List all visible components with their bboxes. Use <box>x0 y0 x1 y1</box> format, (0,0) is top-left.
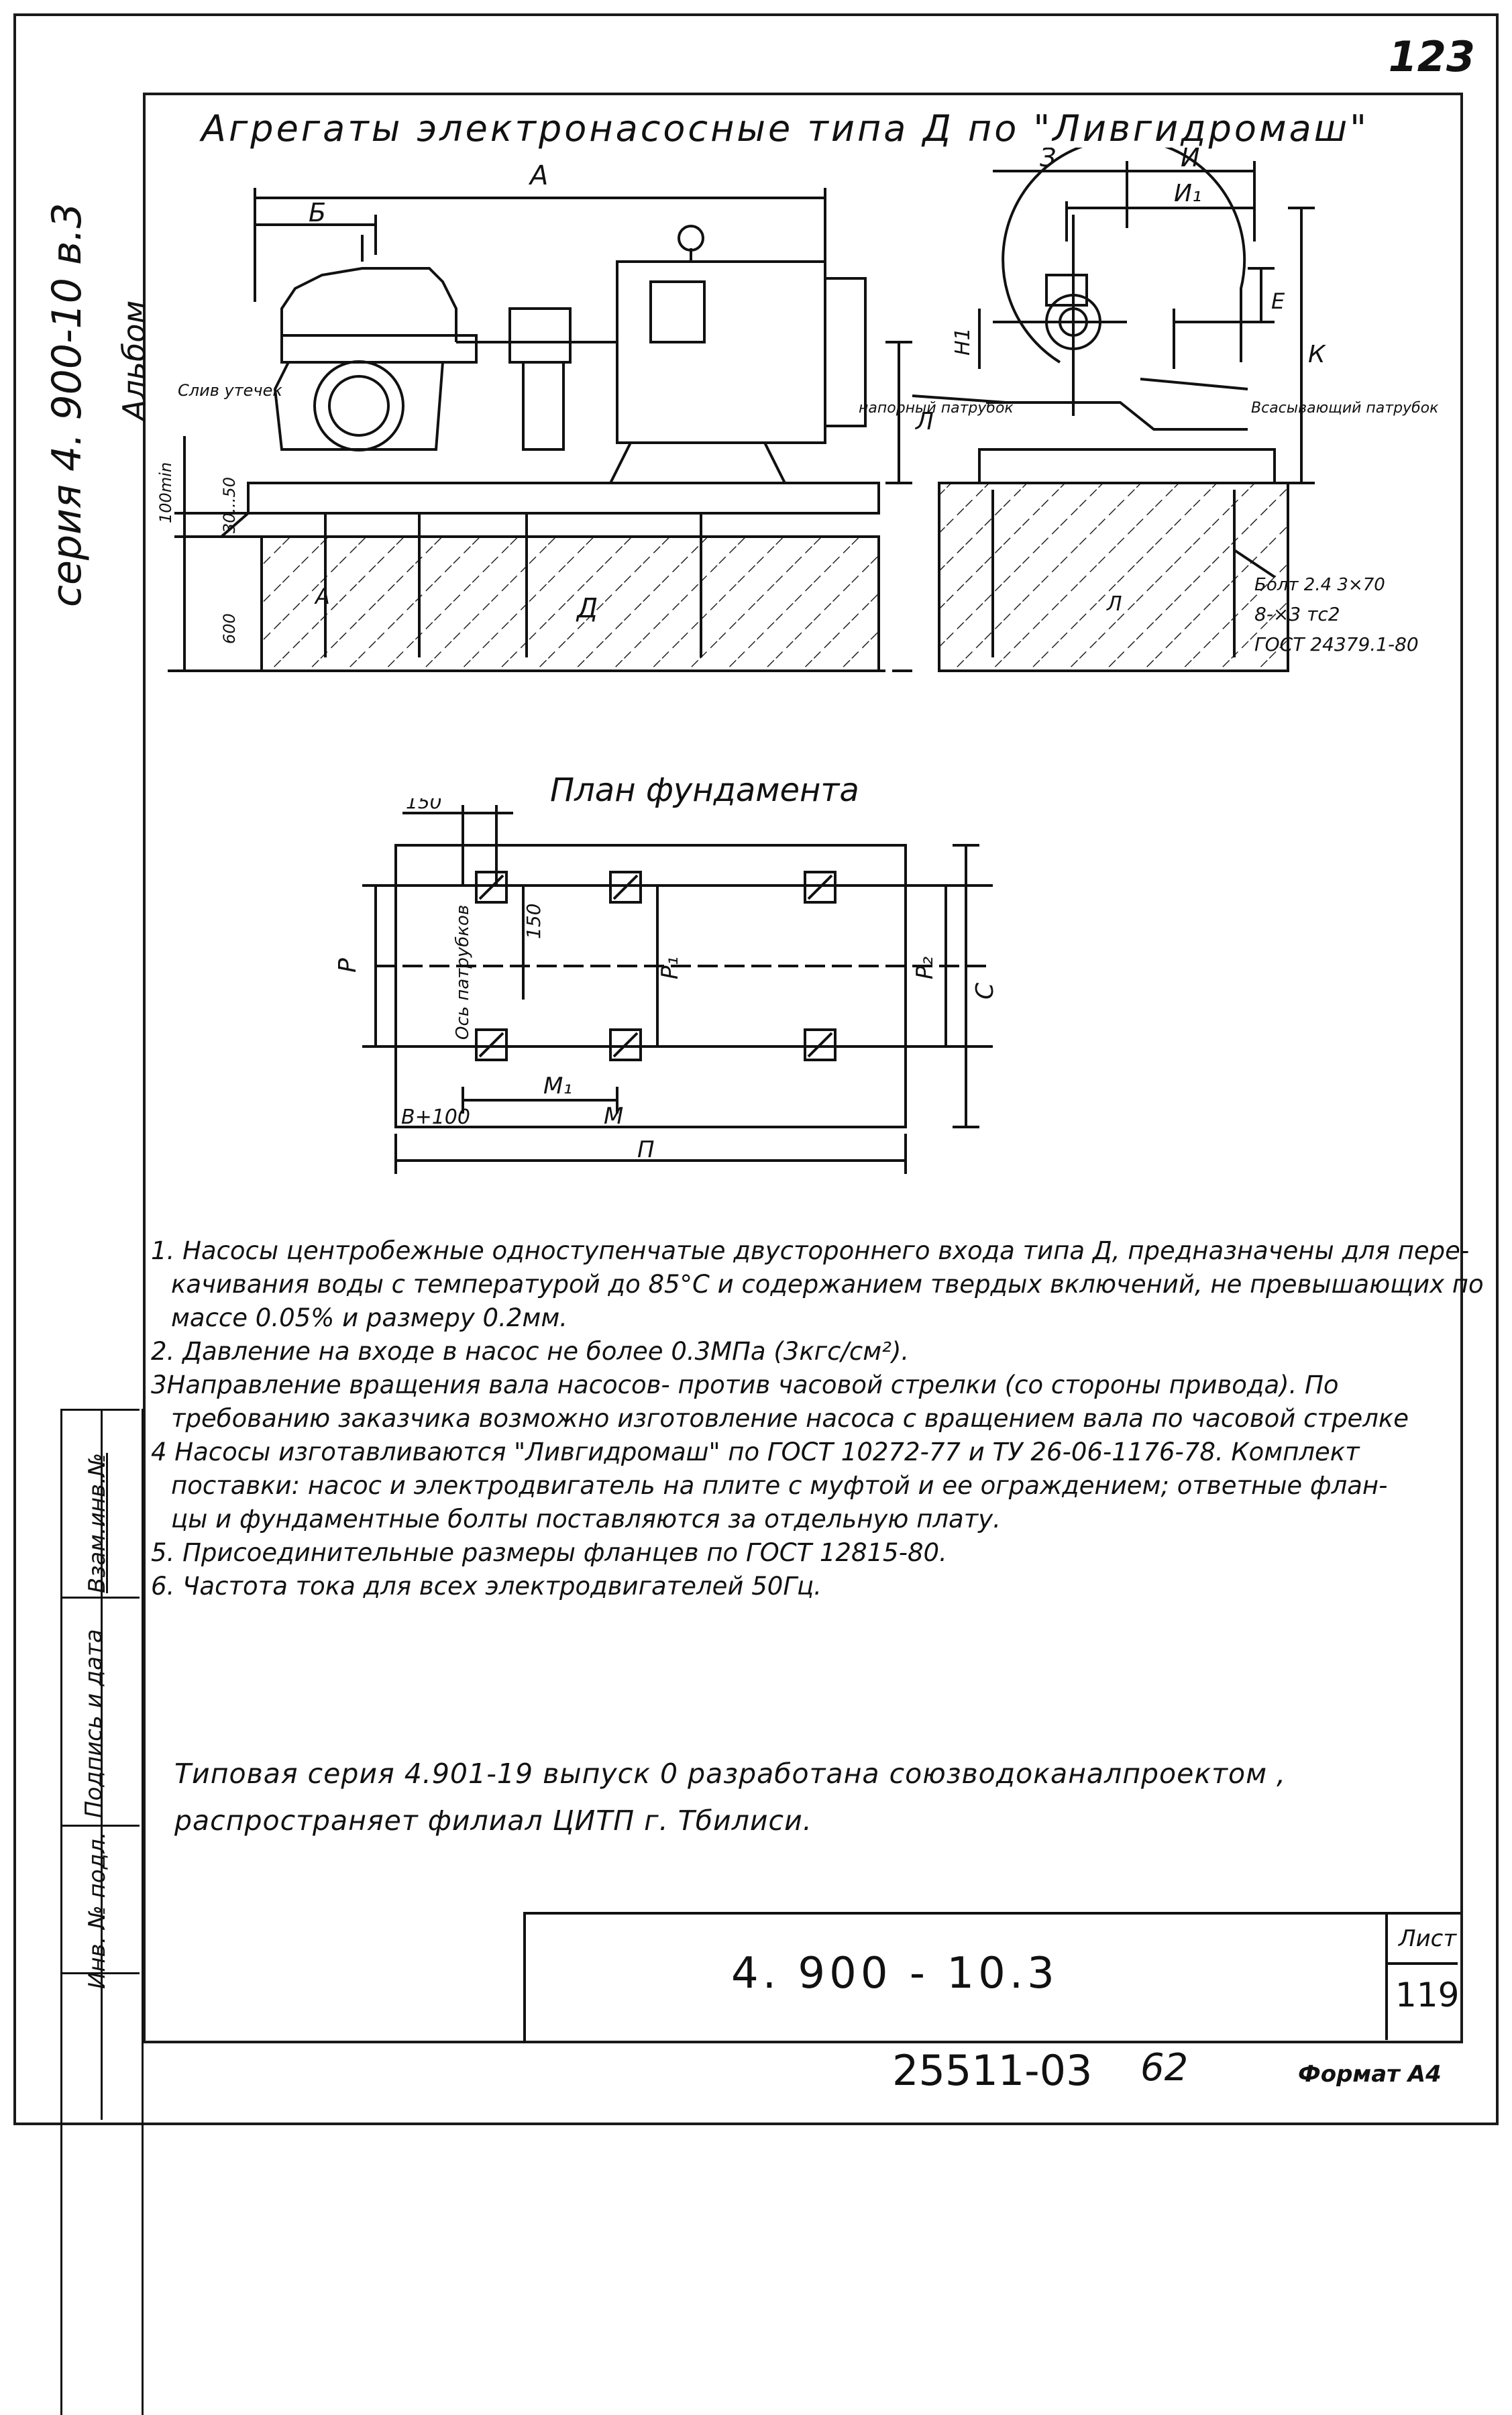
note-line: 3Направление вращения вала насосов- прот… <box>151 1371 1339 1399</box>
side-stamp-divider <box>60 1597 140 1599</box>
drawing-dimension-labels: А Б З И И₁ Н1 Е К Л Слив утечек 100min 3… <box>156 148 1439 655</box>
note-line: 1. Насосы центробежные одноступенчатые д… <box>151 1236 1470 1265</box>
stamp-label-inventory: Инв. № подл. <box>84 1831 111 1989</box>
note-line: 5. Присоединительные размеры фланцев по … <box>151 1538 947 1567</box>
note-line: 6. Частота тока для всех электродвигател… <box>151 1572 822 1601</box>
sheet-frame <box>13 13 1499 2125</box>
dim-l-label: Л <box>914 408 934 435</box>
side-album: Альбом <box>116 300 152 421</box>
stamp-label-replacement: Взам.инв.№ <box>84 1452 111 1593</box>
note-line: требованию заказчика возможно изготовлен… <box>171 1404 1409 1433</box>
archive-number: 25511-03 <box>892 2046 1093 2095</box>
foundation-d-label: Д <box>576 593 598 624</box>
dim-a-label: А <box>528 160 548 191</box>
plan-title: План фундамента <box>550 771 859 809</box>
dim-b-label: Б <box>309 198 326 227</box>
note-line: цы и фундаментные болты поставляются за … <box>171 1505 1001 1534</box>
title-block-sheet-number: 119 <box>1395 1976 1460 2015</box>
page-sequence: 62 <box>1140 2046 1189 2090</box>
plan-dim-m: М <box>604 1103 623 1130</box>
dim-i-label: И <box>1181 148 1199 172</box>
inlet-label: напорный патрубок <box>859 400 1014 417</box>
end-view-l-label: Л <box>1106 592 1122 616</box>
page-number: 123 <box>1388 32 1475 81</box>
plan-dim-r1: Р₁ <box>657 957 684 979</box>
foundation-plan: 150 150 Ось патрубков Р Р₁ Р₂ С М₁ М В+1… <box>334 798 999 1174</box>
drawing-frame <box>143 93 1463 2043</box>
sheet-title: Агрегаты электронасосные типа Д по "Ливг… <box>201 107 1369 150</box>
dim-e-label: Е <box>1271 288 1285 314</box>
dim-600-label: 600 <box>220 613 239 644</box>
side-stamp <box>60 1409 144 2415</box>
plan-dim-m1: М₁ <box>543 1073 572 1099</box>
bolt-label-1: Болт 2.4 3×70 <box>1254 575 1385 595</box>
typical-series-line-2: распространяет филиал ЦИТП г. Тбилиси. <box>174 1805 812 1837</box>
plan-dim-150-top: 150 <box>406 798 441 813</box>
side-stamp-divider <box>60 1825 140 1827</box>
dim-100min-label: 100min <box>156 462 175 523</box>
bolt-label-2: 8-×3 тс2 <box>1254 603 1340 625</box>
title-block <box>523 1912 1460 2043</box>
dim-h1-label: Н1 <box>951 327 975 356</box>
title-block-divider <box>1385 1962 1458 1965</box>
plan-dim-150-side: 150 <box>523 904 545 939</box>
notes-block: 1. Насосы центробежные одноступенчатые д… <box>151 1234 1484 1603</box>
plan-dim-r: Р <box>334 958 362 973</box>
typical-series-line-1: Типовая серия 4.901-19 выпуск 0 разработ… <box>174 1758 1287 1790</box>
title-block-code: 4. 900 - 10.3 <box>731 1949 1059 1998</box>
dim-z-label: З <box>1040 148 1056 172</box>
dim-i1-label: И₁ <box>1174 180 1201 207</box>
note-line: качивания воды с температурой до 85°С и … <box>171 1270 1484 1299</box>
plan-axis-label: Ось патрубков <box>453 905 473 1040</box>
note-line: 4 Насосы изготавливаются "Ливгидромаш" п… <box>151 1438 1360 1466</box>
drain-label: Слив утечек <box>178 381 282 400</box>
note-line: 2. Давление на входе в насос не более 0.… <box>151 1337 910 1366</box>
note-line: массе 0.05% и размеру 0.2мм. <box>171 1303 568 1332</box>
bolt-label-3: ГОСТ 24379.1-80 <box>1254 633 1419 655</box>
title-block-sheet-label: Лист <box>1399 1925 1457 1952</box>
dim-k-label: К <box>1308 341 1326 368</box>
dim-30-50-label: 30...50 <box>220 477 239 533</box>
plan-dim-b100: В+100 <box>401 1106 470 1129</box>
side-stamp-divider <box>60 1972 140 1974</box>
title-block-divider <box>1385 1912 1388 2040</box>
foundation-a-label: А <box>314 584 330 609</box>
side-series: серия 4. 900-10 в.3 <box>44 203 91 607</box>
outlet-label: Всасывающий патрубок <box>1251 400 1439 417</box>
stamp-label-signature: Подпись и дата <box>80 1629 107 1818</box>
side-stamp-inner <box>101 1409 103 2120</box>
pump-unit-drawing: А Б З И И₁ Н1 Е К Л Слив утечек 100min 3… <box>156 148 1439 672</box>
plan-dim-r2: Р₂ <box>912 956 938 979</box>
plan-dim-c: С <box>971 982 999 1000</box>
plan-dim-p: П <box>637 1136 655 1163</box>
note-line: поставки: насос и электродвигатель на пл… <box>171 1471 1388 1500</box>
side-stamp-divider <box>60 1409 140 1411</box>
format-label: Формат А4 <box>1298 2061 1442 2088</box>
